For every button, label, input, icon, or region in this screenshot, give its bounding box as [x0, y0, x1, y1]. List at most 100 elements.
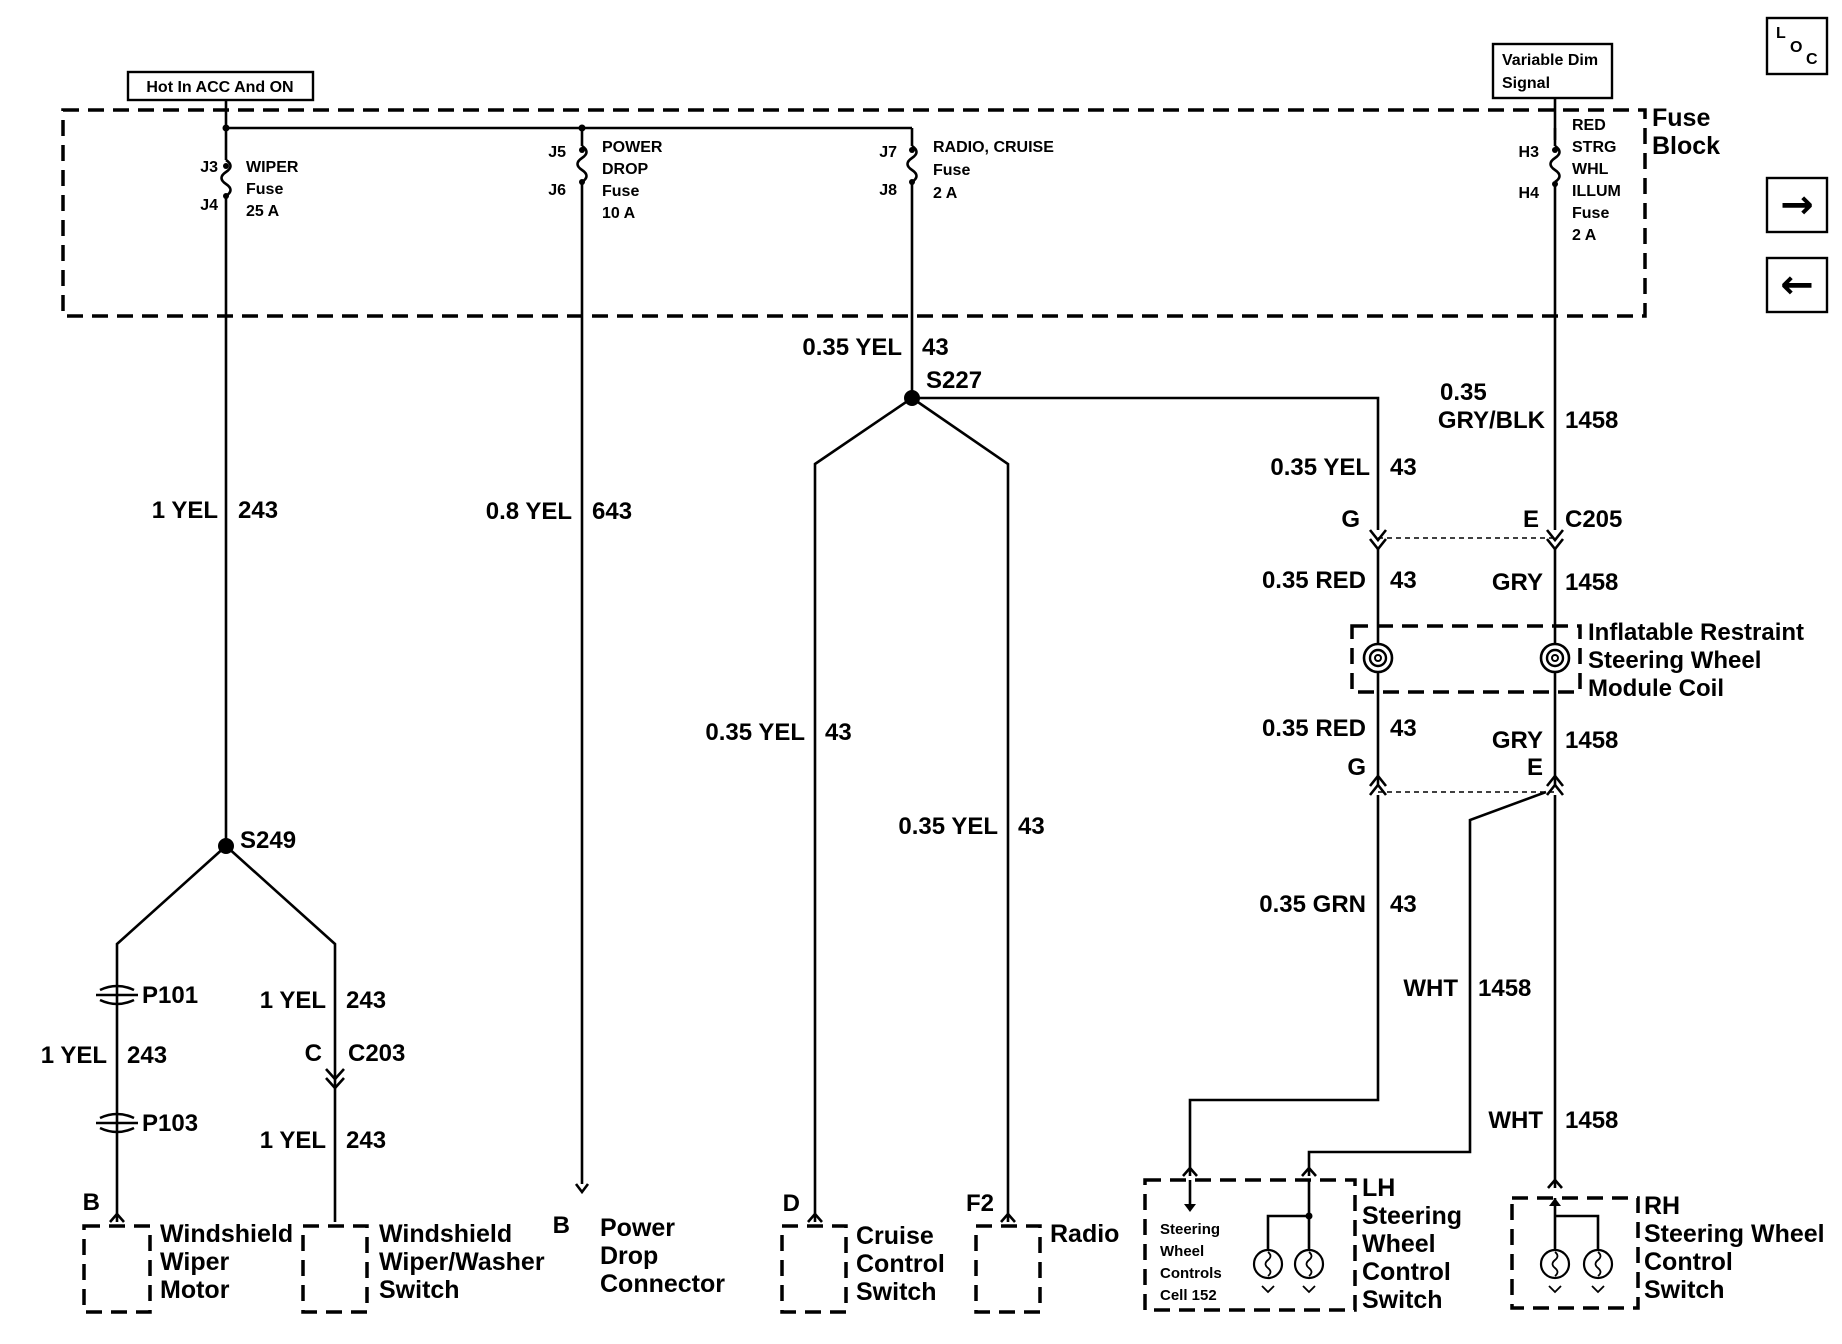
lh-line3: Wheel [1362, 1230, 1436, 1258]
wiper-motor-pin-arrow [109, 1212, 125, 1223]
washer-switch-line2: Wiper/Washer [379, 1248, 545, 1276]
cruise-line2: Control [856, 1250, 945, 1278]
coil-conn-g-symbol [1368, 773, 1388, 796]
cruise-pin-arrow [807, 1212, 823, 1223]
wire-1458-gryblk-circuit: 1458 [1565, 407, 1618, 434]
cruise-pin: D [783, 1190, 800, 1217]
fuse-wiper-out: J4 [200, 197, 218, 214]
lh-switch-box [1143, 1178, 1357, 1312]
wire-43-cruise-circuit: 43 [825, 719, 852, 746]
fuse-il-out: H4 [1519, 185, 1540, 202]
connector-p103-label: P103 [142, 1110, 198, 1137]
fuse-il-line6: 2 A [1572, 227, 1597, 244]
wire-243-size: 1 YEL [152, 497, 218, 524]
fuse-rc-out: J8 [879, 182, 897, 199]
wiper-motor-line3: Motor [160, 1276, 230, 1304]
fuse-rc-line1: RADIO, CRUISE [933, 139, 1054, 156]
prev-page-button[interactable]: ← [1765, 256, 1829, 314]
fuse-il-line3: WHL [1572, 161, 1609, 178]
fuse-il-line1: RED [1572, 117, 1606, 134]
wire-1458-wht-lh [1307, 790, 1547, 1176]
wire-1458-gryblk-size2: GRY/BLK [1438, 407, 1546, 434]
wire-643-circuit: 643 [592, 498, 632, 525]
wire-43-cruise [813, 396, 913, 1222]
wire-43-g-size: 0.35 YEL [1270, 454, 1370, 481]
fuse-pd-line4: 10 A [602, 205, 636, 222]
fuse-block-outline [61, 108, 1647, 318]
washer-switch-line3: Switch [379, 1276, 460, 1304]
lh-bulb-2-icon [1293, 1248, 1325, 1294]
wire-s249-left [115, 845, 227, 1222]
c205-pin-g: G [1341, 506, 1360, 533]
coil-line2: Steering Wheel [1588, 647, 1761, 674]
fuse-pd-line3: Fuse [602, 183, 639, 200]
fuse-pd-line1: POWER [602, 139, 663, 156]
connector-c203-label: C203 [348, 1040, 405, 1067]
radio-pin: F2 [966, 1190, 994, 1217]
fuse-pd-out: J6 [548, 182, 566, 199]
wire-243-p-size: 1 YEL [41, 1042, 107, 1069]
fuse-strg-illum-symbol [1549, 128, 1561, 187]
wire-643-size: 0.8 YEL [486, 498, 572, 525]
wiper-motor-line2: Wiper [160, 1248, 229, 1276]
lh-inner-arrow-icon [1184, 1204, 1196, 1212]
coil-line3: Module Coil [1588, 675, 1724, 702]
fuse-il-in: H3 [1519, 144, 1540, 161]
wire-43-red-b-circuit: 43 [1390, 715, 1417, 742]
wire-1458-gry-a-size: GRY [1492, 569, 1543, 596]
wire-1458-wht-a-size: WHT [1403, 975, 1458, 1002]
fuse-rc-in: J7 [879, 144, 897, 161]
wire-243-sw1-circuit: 243 [346, 987, 386, 1014]
svg-text:C: C [1806, 51, 1818, 68]
radio-line1: Radio [1050, 1220, 1119, 1248]
hot-in-acc-box [126, 70, 315, 102]
wiper-motor-line1: Windshield [160, 1220, 293, 1248]
fuse-wiper-line2: Fuse [246, 181, 283, 198]
wire-43-red-a-circuit: 43 [1390, 567, 1417, 594]
wire-43-g-circuit: 43 [1390, 454, 1417, 481]
fuse-rc-line3: 2 A [933, 185, 958, 202]
coil-pin-e: E [1527, 754, 1543, 781]
splice-s249-label: S249 [240, 827, 296, 854]
wire-243-sw1-size: 1 YEL [260, 987, 326, 1014]
lh-line1: LH [1362, 1174, 1395, 1202]
wire-43-top-size: 0.35 YEL [802, 334, 902, 361]
lh-line4: Control [1362, 1258, 1451, 1286]
wire-43-red-b-size: 0.35 RED [1262, 715, 1366, 742]
fuse-pd-line2: DROP [602, 161, 649, 178]
power-drop-line2: Drop [600, 1242, 658, 1270]
wire-43-radio [911, 396, 1010, 1222]
wire-43-grn-circuit: 43 [1390, 891, 1417, 918]
cruise-line1: Cruise [856, 1222, 934, 1250]
rh-line2: Steering Wheel [1644, 1220, 1825, 1248]
rh-inner-arrow-icon [1549, 1198, 1561, 1206]
wire-243-circuit: 243 [238, 497, 278, 524]
wire-1458-wht-b-circuit: 1458 [1565, 1107, 1618, 1134]
loc-button[interactable]: L O C [1765, 16, 1829, 76]
connector-c203-pin: C [305, 1040, 322, 1067]
lh-bulb-1-icon [1252, 1248, 1284, 1294]
coil-line1: Inflatable Restraint [1588, 619, 1804, 646]
next-page-button[interactable]: → [1765, 176, 1829, 234]
rh-bulb-wire [1555, 1214, 1600, 1250]
power-drop-pin: B [553, 1212, 570, 1239]
rh-line4: Switch [1644, 1276, 1725, 1304]
connector-p101 [96, 984, 138, 1006]
radio-box [974, 1224, 1042, 1314]
lh-node [1305, 1212, 1313, 1220]
lh-pin-2-arrow [1301, 1166, 1317, 1177]
fuse-wiper-line3: 25 A [246, 203, 280, 220]
fuse-wiper-in: J3 [200, 159, 218, 176]
wire-43-radio-size: 0.35 YEL [898, 813, 998, 840]
coil-spiral-right-icon [1539, 642, 1571, 674]
rh-bulb-1-icon [1539, 1248, 1571, 1294]
connector-p103 [96, 1112, 138, 1134]
c205-label: C205 [1565, 506, 1622, 533]
wire-1458-wht-a-circuit: 1458 [1478, 975, 1531, 1002]
washer-switch-line1: Windshield [379, 1220, 512, 1248]
cruise-switch-box [780, 1224, 848, 1314]
cruise-line3: Switch [856, 1278, 937, 1306]
wire-1458-gry-a-circuit: 1458 [1565, 569, 1618, 596]
connector-c203-symbol [325, 1068, 345, 1090]
